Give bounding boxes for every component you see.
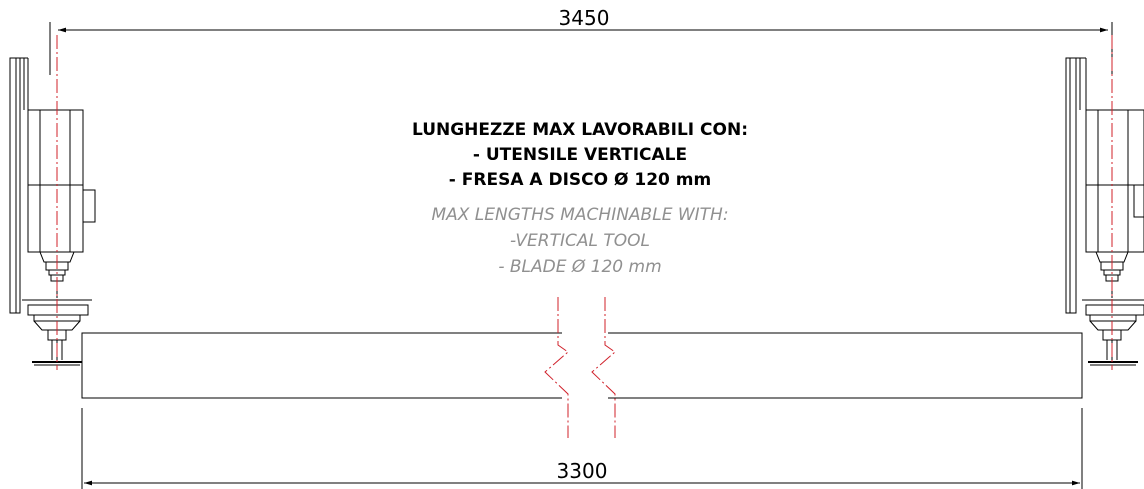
bottom-dimension <box>81 408 1083 489</box>
right-machine-head <box>1065 57 1144 366</box>
note-en-line-3: - BLADE Ø 120 mm <box>498 257 662 277</box>
break-gap <box>562 328 608 404</box>
note-it-line-1: LUNGHEZZE MAX LAVORABILI CON: <box>411 120 749 140</box>
note-it-line-2: - UTENSILE VERTICALE <box>472 145 688 165</box>
note-it-line-3: - FRESA A DISCO Ø 120 mm <box>448 170 712 190</box>
break-lines <box>544 297 616 438</box>
note-en-line-2: -VERTICAL TOOL <box>509 231 651 251</box>
bottom-dimension-label: 3300 <box>556 459 608 483</box>
left-machine-head <box>9 57 96 366</box>
note-en-line-1: MAX LENGTHS MACHINABLE WITH: <box>431 205 729 225</box>
top-dimension-label: 3450 <box>558 6 610 30</box>
